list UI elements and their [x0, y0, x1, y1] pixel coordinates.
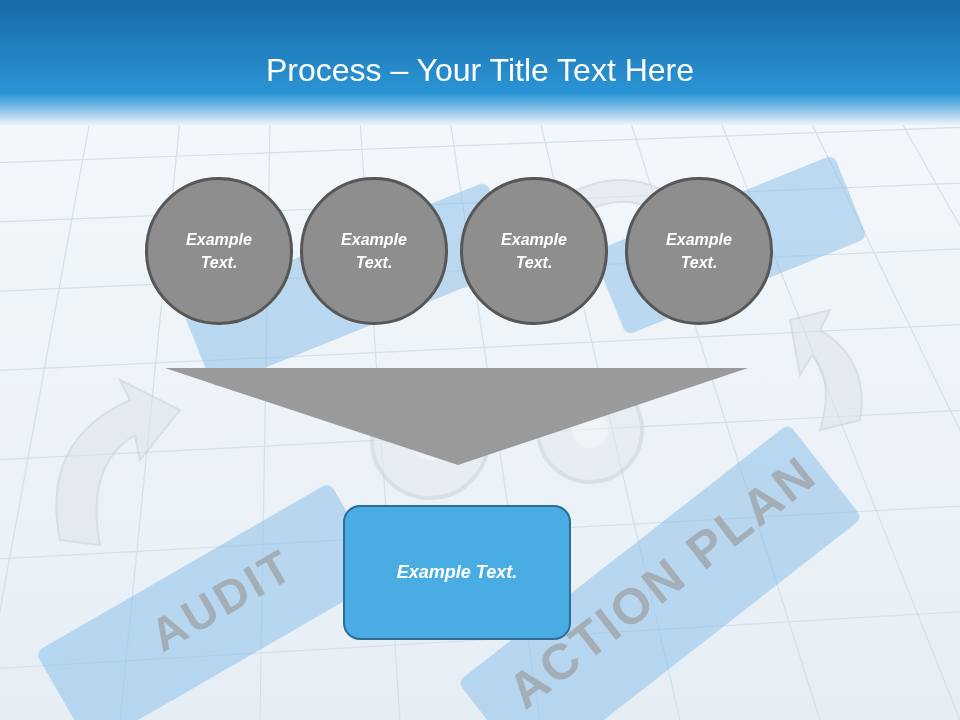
node-content: Example Text. [300, 177, 448, 325]
node-label: Example Text. [486, 228, 582, 274]
node-content: Example Text. [460, 177, 608, 325]
box-shape [344, 506, 570, 639]
circle-shape [302, 179, 447, 324]
process-circle: Example Text. [460, 177, 608, 325]
process-circle: Example Text. [625, 177, 773, 325]
node-label: Example Text. [651, 228, 747, 274]
faded-illustration [35, 155, 867, 720]
circle-shape [147, 179, 292, 324]
node-label: Example Text. [171, 228, 267, 274]
slide-title: Process – Your Title Text Here [0, 52, 960, 89]
node-outline [145, 177, 293, 325]
watermark-label: AUDIT [141, 538, 303, 663]
process-circle: Example Text. [145, 177, 293, 325]
node-label: Example Text. [326, 228, 422, 274]
funnel-arrow [165, 368, 748, 465]
node-content: Example Text. [145, 177, 293, 325]
node-content: Example Text. [625, 177, 773, 325]
node-outline [300, 177, 448, 325]
node-label: Example Text. [397, 559, 517, 585]
result-box: Example Text. [343, 505, 571, 640]
node-content: Example Text. [343, 505, 571, 640]
grid [0, 120, 960, 720]
circle-shape [627, 179, 772, 324]
node-outline [460, 177, 608, 325]
header-band [0, 0, 960, 125]
circle-shape [462, 179, 607, 324]
node-outline [625, 177, 773, 325]
process-circle: Example Text. [300, 177, 448, 325]
